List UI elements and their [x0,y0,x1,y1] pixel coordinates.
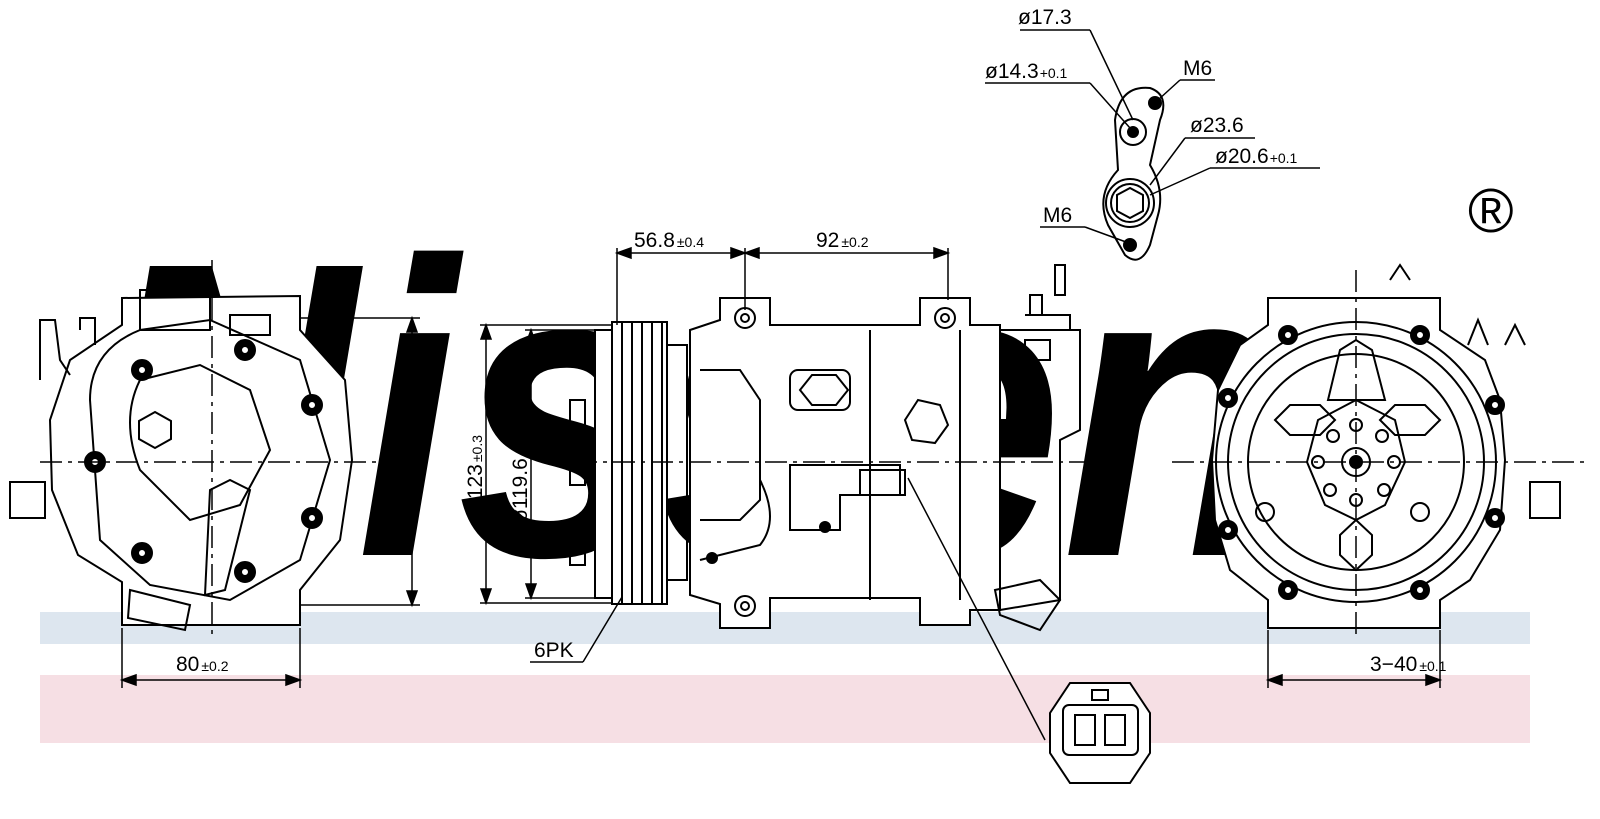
diameter-123-label: ø123±0.3 [464,435,487,512]
rear-view-centerlines [40,260,380,640]
compressor-rear-view [9,267,354,632]
thread-m6-top-label: M6 [1183,57,1212,80]
diameter-14-3-label: ø14.3+0.1 [985,60,1068,83]
compressor-front-view [1210,263,1561,629]
thread-m6-left-label: M6 [1043,204,1072,227]
bolt-dimension [1265,630,1443,688]
diameter-119-6-label: ø119.6±0.3 [509,429,532,522]
connector-detail [907,477,1151,784]
diameter-17-3-label: ø17.3 [1018,6,1072,29]
front-view-centerlines [1172,270,1590,640]
length-dimensions [614,246,951,325]
width-dimension [119,628,303,688]
diameter-20-6-label: ø20.6+0.1 [1215,145,1298,168]
pulley-leader [530,596,623,663]
width-80-label: 80±0.2 [176,653,229,676]
pulley-6pk-label: 6PK [534,639,574,662]
diameter-dimensions [479,322,612,606]
flange-leaders [985,29,1320,243]
diameter-23-6-label: ø23.6 [1190,114,1244,137]
height-128-label: 128±0.3 [390,441,413,505]
length-92-label: 92±0.2 [816,229,869,252]
registered-mark: ® [1468,177,1514,246]
flange-detail [1102,86,1165,261]
height-dimension [300,315,420,608]
length-56-8-label: 56.8±0.4 [634,229,704,252]
bolt-3-40-label: 3−40±0.1 [1370,653,1447,676]
compressor-side-view [569,264,1081,632]
watermark-pink-band [40,675,1530,743]
